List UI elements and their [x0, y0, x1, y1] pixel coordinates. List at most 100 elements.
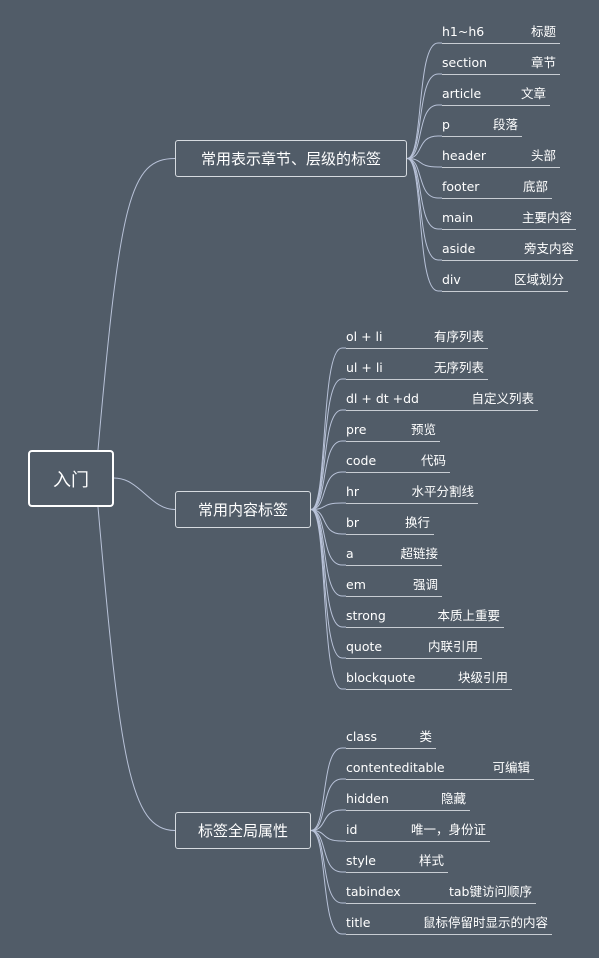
leaf-item: hr 水平分割线 [346, 482, 478, 504]
leaf-desc: 预览 [410, 422, 436, 437]
connector-line [406, 158, 442, 199]
branch-label: 常用内容标签 [197, 501, 288, 519]
leaf-tag: dl + dt +dd [346, 391, 419, 406]
leaf-desc: 主要内容 [521, 210, 572, 225]
connector-line [310, 778, 346, 831]
leaf-tag: style [346, 853, 376, 868]
leaf-tag: ol + li [346, 329, 383, 344]
leaf-item: br 换行 [346, 513, 434, 535]
connector-line [310, 830, 346, 873]
leaf-tag: blockquote [346, 670, 416, 685]
leaf-tag: ul + li [346, 360, 383, 375]
connector-line [310, 809, 346, 831]
leaf-item: blockquote 块级引用 [346, 668, 512, 690]
connector-line [310, 509, 346, 659]
leaf-tag: footer [442, 179, 480, 194]
leaf-tag: hr [346, 484, 360, 499]
connector-line [310, 471, 346, 510]
leaf-item: dl + dt +dd 自定义列表 [346, 389, 538, 411]
leaf-item: p 段落 [442, 115, 522, 137]
leaf-tag: pre [346, 422, 367, 437]
connector-line [97, 158, 176, 451]
leaf-item: pre 预览 [346, 420, 440, 442]
leaf-desc: 样式 [418, 853, 444, 868]
connector-line [113, 477, 176, 510]
leaf-item: tabindex tab键访问顺序 [346, 882, 536, 904]
leaf-tag: title [346, 915, 371, 930]
leaf-tag: strong [346, 608, 386, 623]
leaf-desc: 可编辑 [492, 760, 530, 775]
leaf-desc: 有序列表 [433, 329, 484, 344]
leaf-tag: br [346, 515, 360, 530]
connector-line [310, 347, 346, 510]
leaf-tag: id [346, 822, 358, 837]
root-label: 入门 [53, 469, 89, 491]
leaf-desc: 超链接 [400, 546, 438, 561]
connector-line [406, 158, 442, 230]
root-node: 入门 [28, 450, 114, 507]
connector-line [310, 502, 346, 510]
leaf-desc: 水平分割线 [411, 484, 474, 499]
connector-line [406, 158, 442, 261]
leaf-item: contenteditable 可编辑 [346, 758, 534, 780]
branch-label: 常用表示章节、层级的标签 [200, 150, 381, 168]
connector-line [310, 509, 346, 566]
branch-node-content: 常用内容标签 [175, 491, 311, 528]
leaf-desc: 类 [419, 729, 432, 744]
branch-label: 标签全局属性 [197, 822, 288, 840]
leaf-tag: contenteditable [346, 760, 445, 775]
leaf-tag: aside [442, 241, 476, 256]
leaf-desc: 块级引用 [457, 670, 508, 685]
leaf-desc: 文章 [520, 86, 546, 101]
connector-line [310, 830, 346, 935]
leaf-tag: p [442, 117, 450, 132]
leaf-tag: main [442, 210, 474, 225]
branch-node-sections: 常用表示章节、层级的标签 [175, 140, 407, 177]
leaf-tag: article [442, 86, 482, 101]
leaf-desc: 唯一，身份证 [410, 822, 486, 837]
leaf-tag: header [442, 148, 487, 163]
leaf-desc: 段落 [492, 117, 518, 132]
connector-line [310, 509, 346, 628]
leaf-tag: h1~h6 [442, 24, 485, 39]
leaf-desc: 自定义列表 [471, 391, 534, 406]
leaf-desc: 底部 [522, 179, 548, 194]
leaf-tag: section [442, 55, 488, 70]
leaf-tag: quote [346, 639, 383, 654]
leaf-tag: hidden [346, 791, 389, 806]
leaf-item: div 区域划分 [442, 270, 568, 292]
connector-line [310, 509, 346, 535]
leaf-tag: class [346, 729, 378, 744]
leaf-item: ol + li 有序列表 [346, 327, 488, 349]
leaf-item: class 类 [346, 727, 436, 749]
connector-line [406, 73, 442, 159]
leaf-item: article 文章 [442, 84, 550, 106]
leaf-item: footer 底部 [442, 177, 552, 199]
leaf-tag: tabindex [346, 884, 401, 899]
leaf-desc: tab键访问顺序 [449, 884, 532, 899]
leaf-tag: code [346, 453, 377, 468]
leaf-item: id 唯一，身份证 [346, 820, 490, 842]
connector-line [406, 158, 442, 168]
leaf-tag: div [442, 272, 461, 287]
leaf-item: ul + li 无序列表 [346, 358, 488, 380]
connector-line [310, 409, 346, 510]
connector-line [310, 509, 346, 690]
leaf-desc: 换行 [404, 515, 430, 530]
connector-line [406, 158, 442, 292]
connector-line [97, 506, 176, 831]
leaf-desc: 区域划分 [513, 272, 564, 287]
leaf-desc: 无序列表 [433, 360, 484, 375]
connector-line [310, 830, 346, 842]
branch-node-global-attrs: 标签全局属性 [175, 812, 311, 849]
